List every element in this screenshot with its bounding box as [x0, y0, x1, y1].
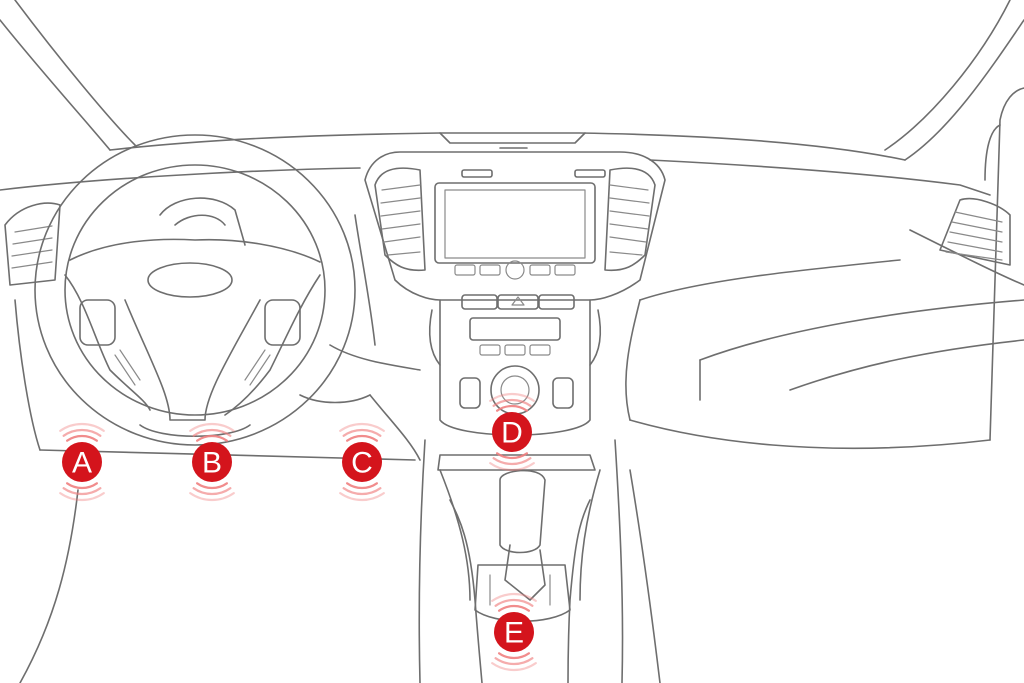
sound-wave-icon [491, 592, 537, 672]
marker-e: E [491, 592, 537, 672]
marker-label: B [202, 447, 222, 480]
sound-wave-icon [339, 422, 385, 502]
marker-label: C [351, 447, 373, 480]
sound-wave-icon [189, 422, 235, 502]
marker-circle [192, 442, 232, 482]
marker-d: D [489, 392, 535, 472]
marker-c: C [339, 422, 385, 502]
center-stack [364, 151, 666, 436]
marker-label: E [504, 617, 524, 650]
right-air-vent [939, 197, 1011, 266]
marker-circle [342, 442, 382, 482]
marker-b: B [189, 422, 235, 502]
sound-wave-icon [489, 392, 535, 472]
markers: A B C D E [59, 392, 537, 672]
steering-wheel [34, 134, 356, 446]
left-air-vent [4, 202, 61, 286]
marker-a: A [59, 422, 105, 502]
marker-circle [62, 442, 102, 482]
marker-circle [492, 412, 532, 452]
marker-label: A [72, 447, 92, 480]
marker-label: D [501, 417, 523, 450]
sound-wave-icon [59, 422, 105, 502]
marker-circle [494, 612, 534, 652]
dashboard [0, 87, 1024, 450]
floor [19, 469, 661, 683]
windshield-frame [0, 0, 1024, 161]
